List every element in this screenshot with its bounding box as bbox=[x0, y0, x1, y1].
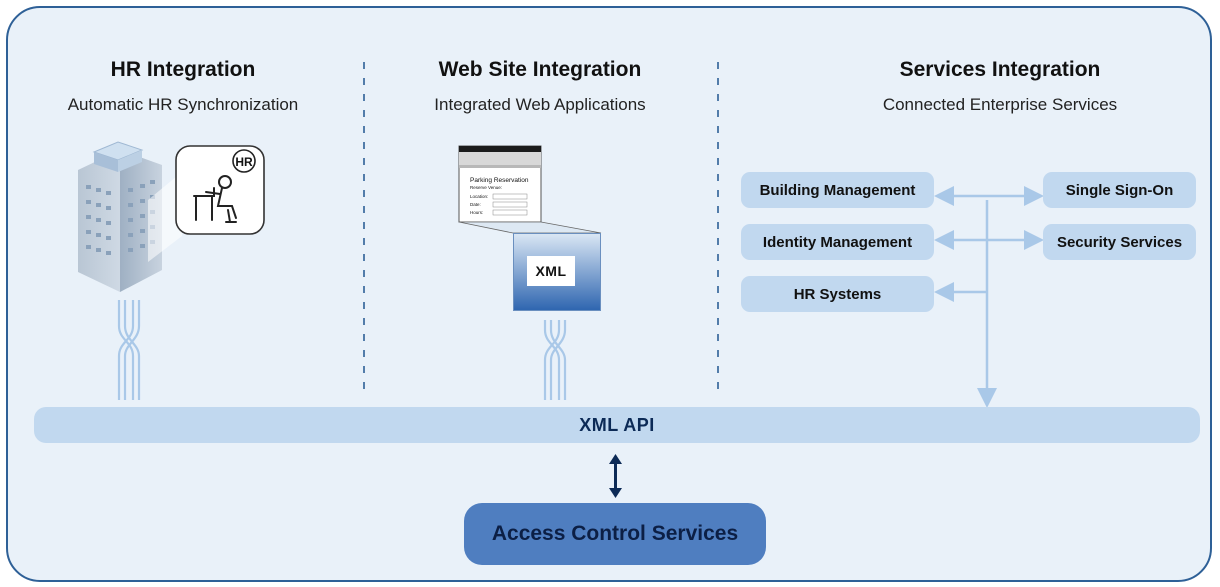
service-security-services: Security Services bbox=[1043, 224, 1196, 260]
services-integration-title: Services Integration bbox=[899, 58, 1101, 81]
service-hr-systems: HR Systems bbox=[741, 276, 934, 312]
office-building-icon bbox=[78, 141, 182, 292]
hr-link-arrows bbox=[117, 300, 141, 400]
form-field-hours: Hours: bbox=[470, 210, 483, 215]
web-page-screenshot: Parking Reservation Reserve Venue: Locat… bbox=[458, 145, 602, 234]
form-heading: Parking Reservation bbox=[470, 177, 529, 184]
diagram-frame bbox=[6, 6, 1212, 582]
form-field-location: Location: bbox=[470, 194, 488, 199]
services-connectors bbox=[934, 186, 1044, 408]
hr-integration-subtitle: Automatic HR Synchronization bbox=[67, 95, 299, 114]
access-control-services: Access Control Services bbox=[464, 503, 766, 565]
xml-api-bar: XML API bbox=[34, 407, 1200, 443]
form-subheading: Reserve Venue: bbox=[470, 185, 502, 190]
service-building-management: Building Management bbox=[741, 172, 934, 208]
api-access-arrow bbox=[609, 454, 622, 498]
hr-worker-callout: HR bbox=[175, 145, 265, 235]
services-integration-subtitle: Connected Enterprise Services bbox=[882, 95, 1118, 114]
form-field-date: Date: bbox=[470, 202, 481, 207]
xml-label: XML bbox=[527, 256, 575, 286]
service-single-sign-on: Single Sign-On bbox=[1043, 172, 1196, 208]
service-identity-management: Identity Management bbox=[741, 224, 934, 260]
hr-badge: HR bbox=[235, 155, 253, 169]
web-link-arrows bbox=[543, 320, 567, 400]
hr-integration-title: HR Integration bbox=[110, 58, 256, 81]
web-integration-title: Web Site Integration bbox=[438, 58, 642, 81]
web-integration-subtitle: Integrated Web Applications bbox=[434, 95, 646, 114]
